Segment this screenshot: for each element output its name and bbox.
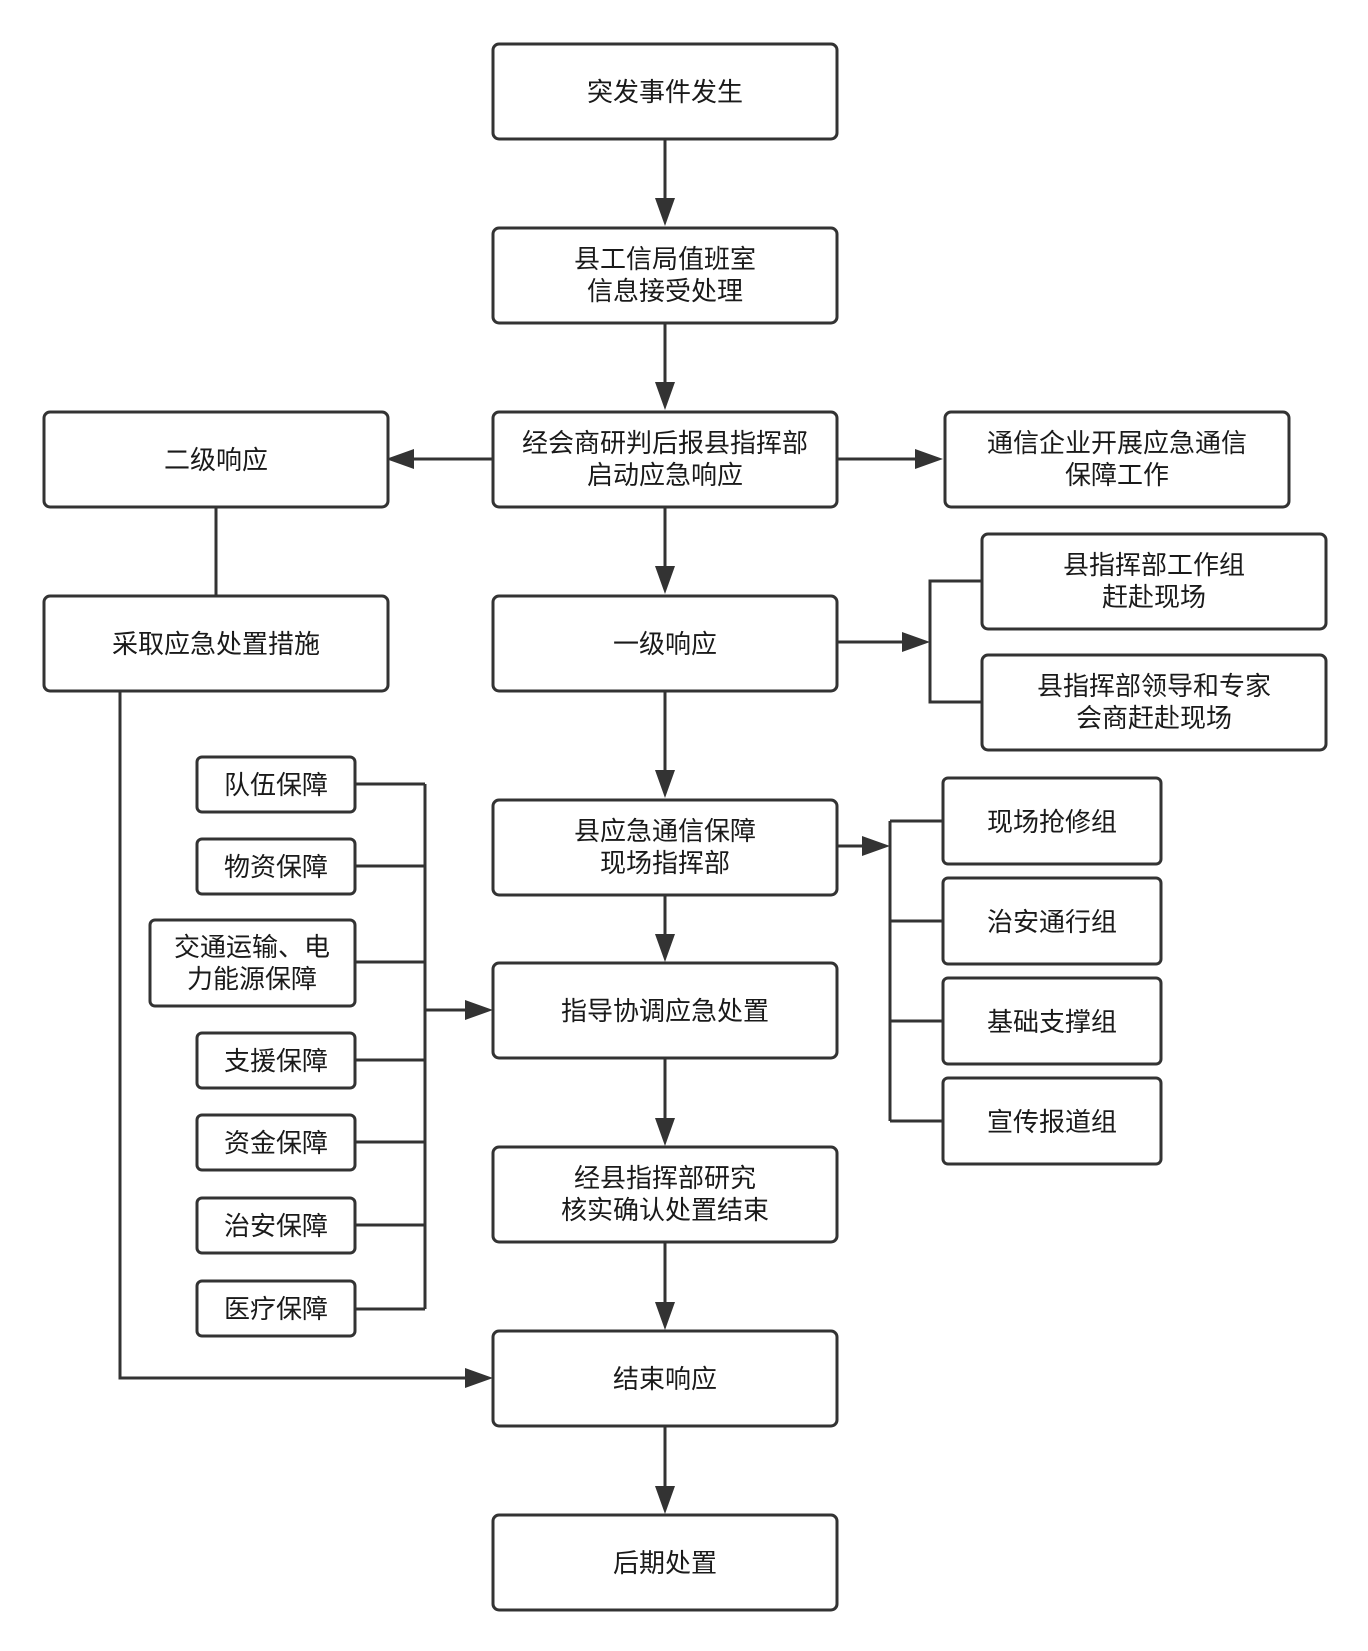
node-label: 基础支撑组 [987, 1008, 1117, 1038]
node-medical-guarantee: 医疗保障 [195, 1279, 357, 1338]
node-support-guarantee: 支援保障 [195, 1031, 357, 1090]
node-label: 指导协调应急处置 [561, 997, 769, 1027]
node-funds-guarantee: 资金保障 [195, 1113, 357, 1172]
arrowhead [386, 449, 414, 469]
node-consult-start: 经会商研判后报县指挥部启动应急响应 [491, 410, 839, 509]
node-label: 资金保障 [224, 1129, 328, 1159]
node-label: 县指挥部工作组赶赴现场 [1063, 551, 1245, 613]
node-label: 现场抢修组 [987, 808, 1117, 838]
arrowhead [915, 449, 943, 469]
node-label: 治安通行组 [987, 908, 1117, 938]
arrowhead [655, 934, 675, 962]
node-label: 县工信局值班室信息接受处理 [574, 245, 756, 307]
node-label: 采取应急处置措施 [112, 630, 320, 660]
node-end-response: 结束响应 [491, 1329, 839, 1428]
node-label: 支援保障 [224, 1047, 328, 1077]
node-label: 队伍保障 [224, 771, 328, 801]
arrowhead [655, 1302, 675, 1330]
node-label: 县应急通信保障现场指挥部 [574, 817, 756, 879]
node-label: 经会商研判后报县指挥部启动应急响应 [522, 429, 808, 491]
node-verify-end: 经县指挥部研究核实确认处置结束 [491, 1145, 839, 1244]
node-label: 宣传报道组 [987, 1108, 1117, 1138]
node-label: 结束响应 [613, 1365, 717, 1395]
node-level1: 一级响应 [491, 594, 839, 693]
node-repair-group: 现场抢修组 [941, 776, 1163, 866]
edge-measures-to-end [118, 691, 465, 1380]
node-workgroup: 县指挥部工作组赶赴现场 [980, 532, 1328, 631]
arrowhead [862, 836, 890, 856]
node-leaders: 县指挥部领导和专家会商赶赴现场 [980, 653, 1328, 752]
nodes: 突发事件发生 县工信局值班室信息接受处理 经会商研判后报县指挥部启动应急响应 二… [42, 42, 1328, 1612]
node-security-guarantee: 治安保障 [195, 1196, 357, 1255]
node-label: 二级响应 [164, 446, 268, 476]
node-label: 县指挥部领导和专家会商赶赴现场 [1037, 672, 1271, 734]
node-event-occurs: 突发事件发生 [491, 42, 839, 141]
node-label: 突发事件发生 [587, 78, 743, 108]
arrowhead [655, 382, 675, 410]
node-telecom: 通信企业开展应急通信保障工作 [943, 410, 1291, 509]
arrowhead [902, 632, 930, 652]
node-publicity-group: 宣传报道组 [941, 1076, 1163, 1166]
arrowhead [655, 198, 675, 226]
node-transport-guarantee: 交通运输、电力能源保障 [148, 918, 357, 1008]
node-duty-room: 县工信局值班室信息接受处理 [491, 226, 839, 325]
arrowhead [465, 1368, 493, 1388]
node-label: 后期处置 [613, 1549, 717, 1579]
arrowhead [655, 1486, 675, 1514]
node-label: 物资保障 [224, 853, 328, 883]
arrowhead [465, 1000, 493, 1020]
connectors [118, 139, 982, 1514]
node-label: 通信企业开展应急通信保障工作 [987, 429, 1247, 491]
node-level2: 二级响应 [42, 410, 390, 509]
node-materials-guarantee: 物资保障 [195, 837, 357, 896]
node-measures: 采取应急处置措施 [42, 594, 390, 693]
node-aftermath: 后期处置 [491, 1513, 839, 1612]
node-coordinate: 指导协调应急处置 [491, 961, 839, 1060]
node-label: 交通运输、电力能源保障 [174, 933, 330, 995]
node-label: 医疗保障 [224, 1295, 328, 1325]
node-infra-group: 基础支撑组 [941, 976, 1163, 1066]
bracket-level1-teams [928, 579, 982, 704]
arrowhead [655, 1118, 675, 1146]
node-field-hq: 县应急通信保障现场指挥部 [491, 798, 839, 897]
node-label: 经县指挥部研究核实确认处置结束 [561, 1164, 769, 1226]
node-label: 治安保障 [224, 1212, 328, 1242]
arrowhead [655, 770, 675, 798]
node-team-guarantee: 队伍保障 [195, 755, 357, 814]
arrowhead [655, 566, 675, 594]
node-label: 一级响应 [613, 630, 717, 660]
node-traffic-group: 治安通行组 [941, 876, 1163, 966]
